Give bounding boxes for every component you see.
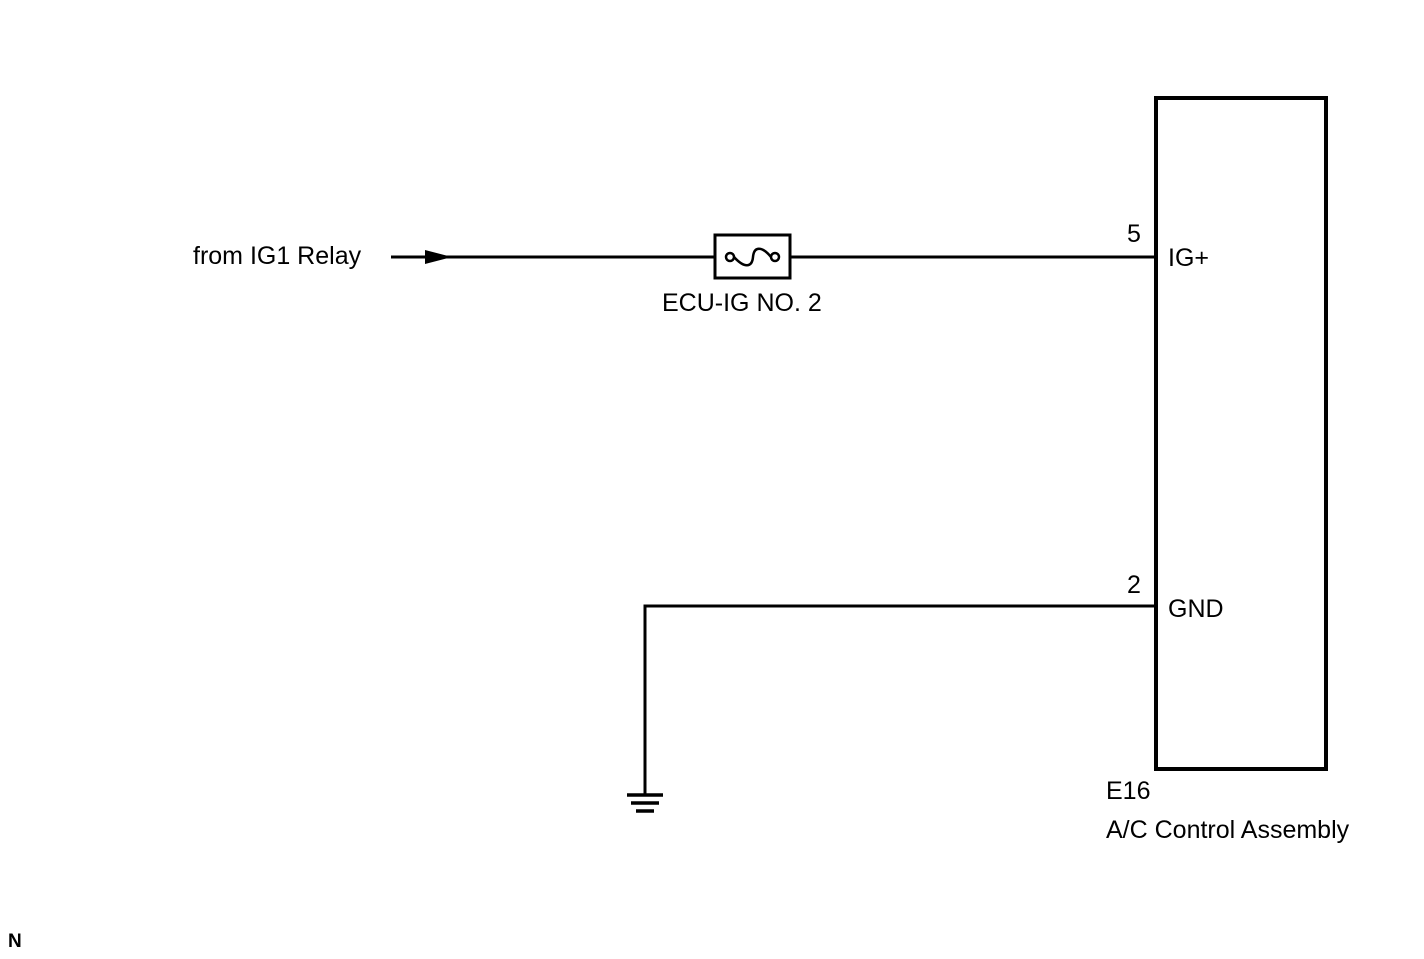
pin-number-ig: 5	[1127, 220, 1141, 248]
corner-mark: N	[8, 931, 22, 952]
pin-number-gnd: 2	[1127, 571, 1141, 599]
connector-label: E16	[1106, 777, 1151, 805]
wire-gnd-to-ground	[643, 604, 1156, 794]
pin-name-gnd: GND	[1168, 595, 1224, 623]
fuse-label: ECU-IG NO. 2	[662, 289, 822, 317]
source-label: from IG1 Relay	[193, 242, 362, 270]
pin-name-ig: IG+	[1168, 244, 1209, 272]
arrow-right-icon	[425, 250, 452, 264]
ground-icon	[627, 793, 663, 813]
fuse-icon	[713, 233, 792, 280]
component-name: A/C Control Assembly	[1106, 816, 1350, 844]
ac-control-assembly-box	[1154, 96, 1328, 771]
